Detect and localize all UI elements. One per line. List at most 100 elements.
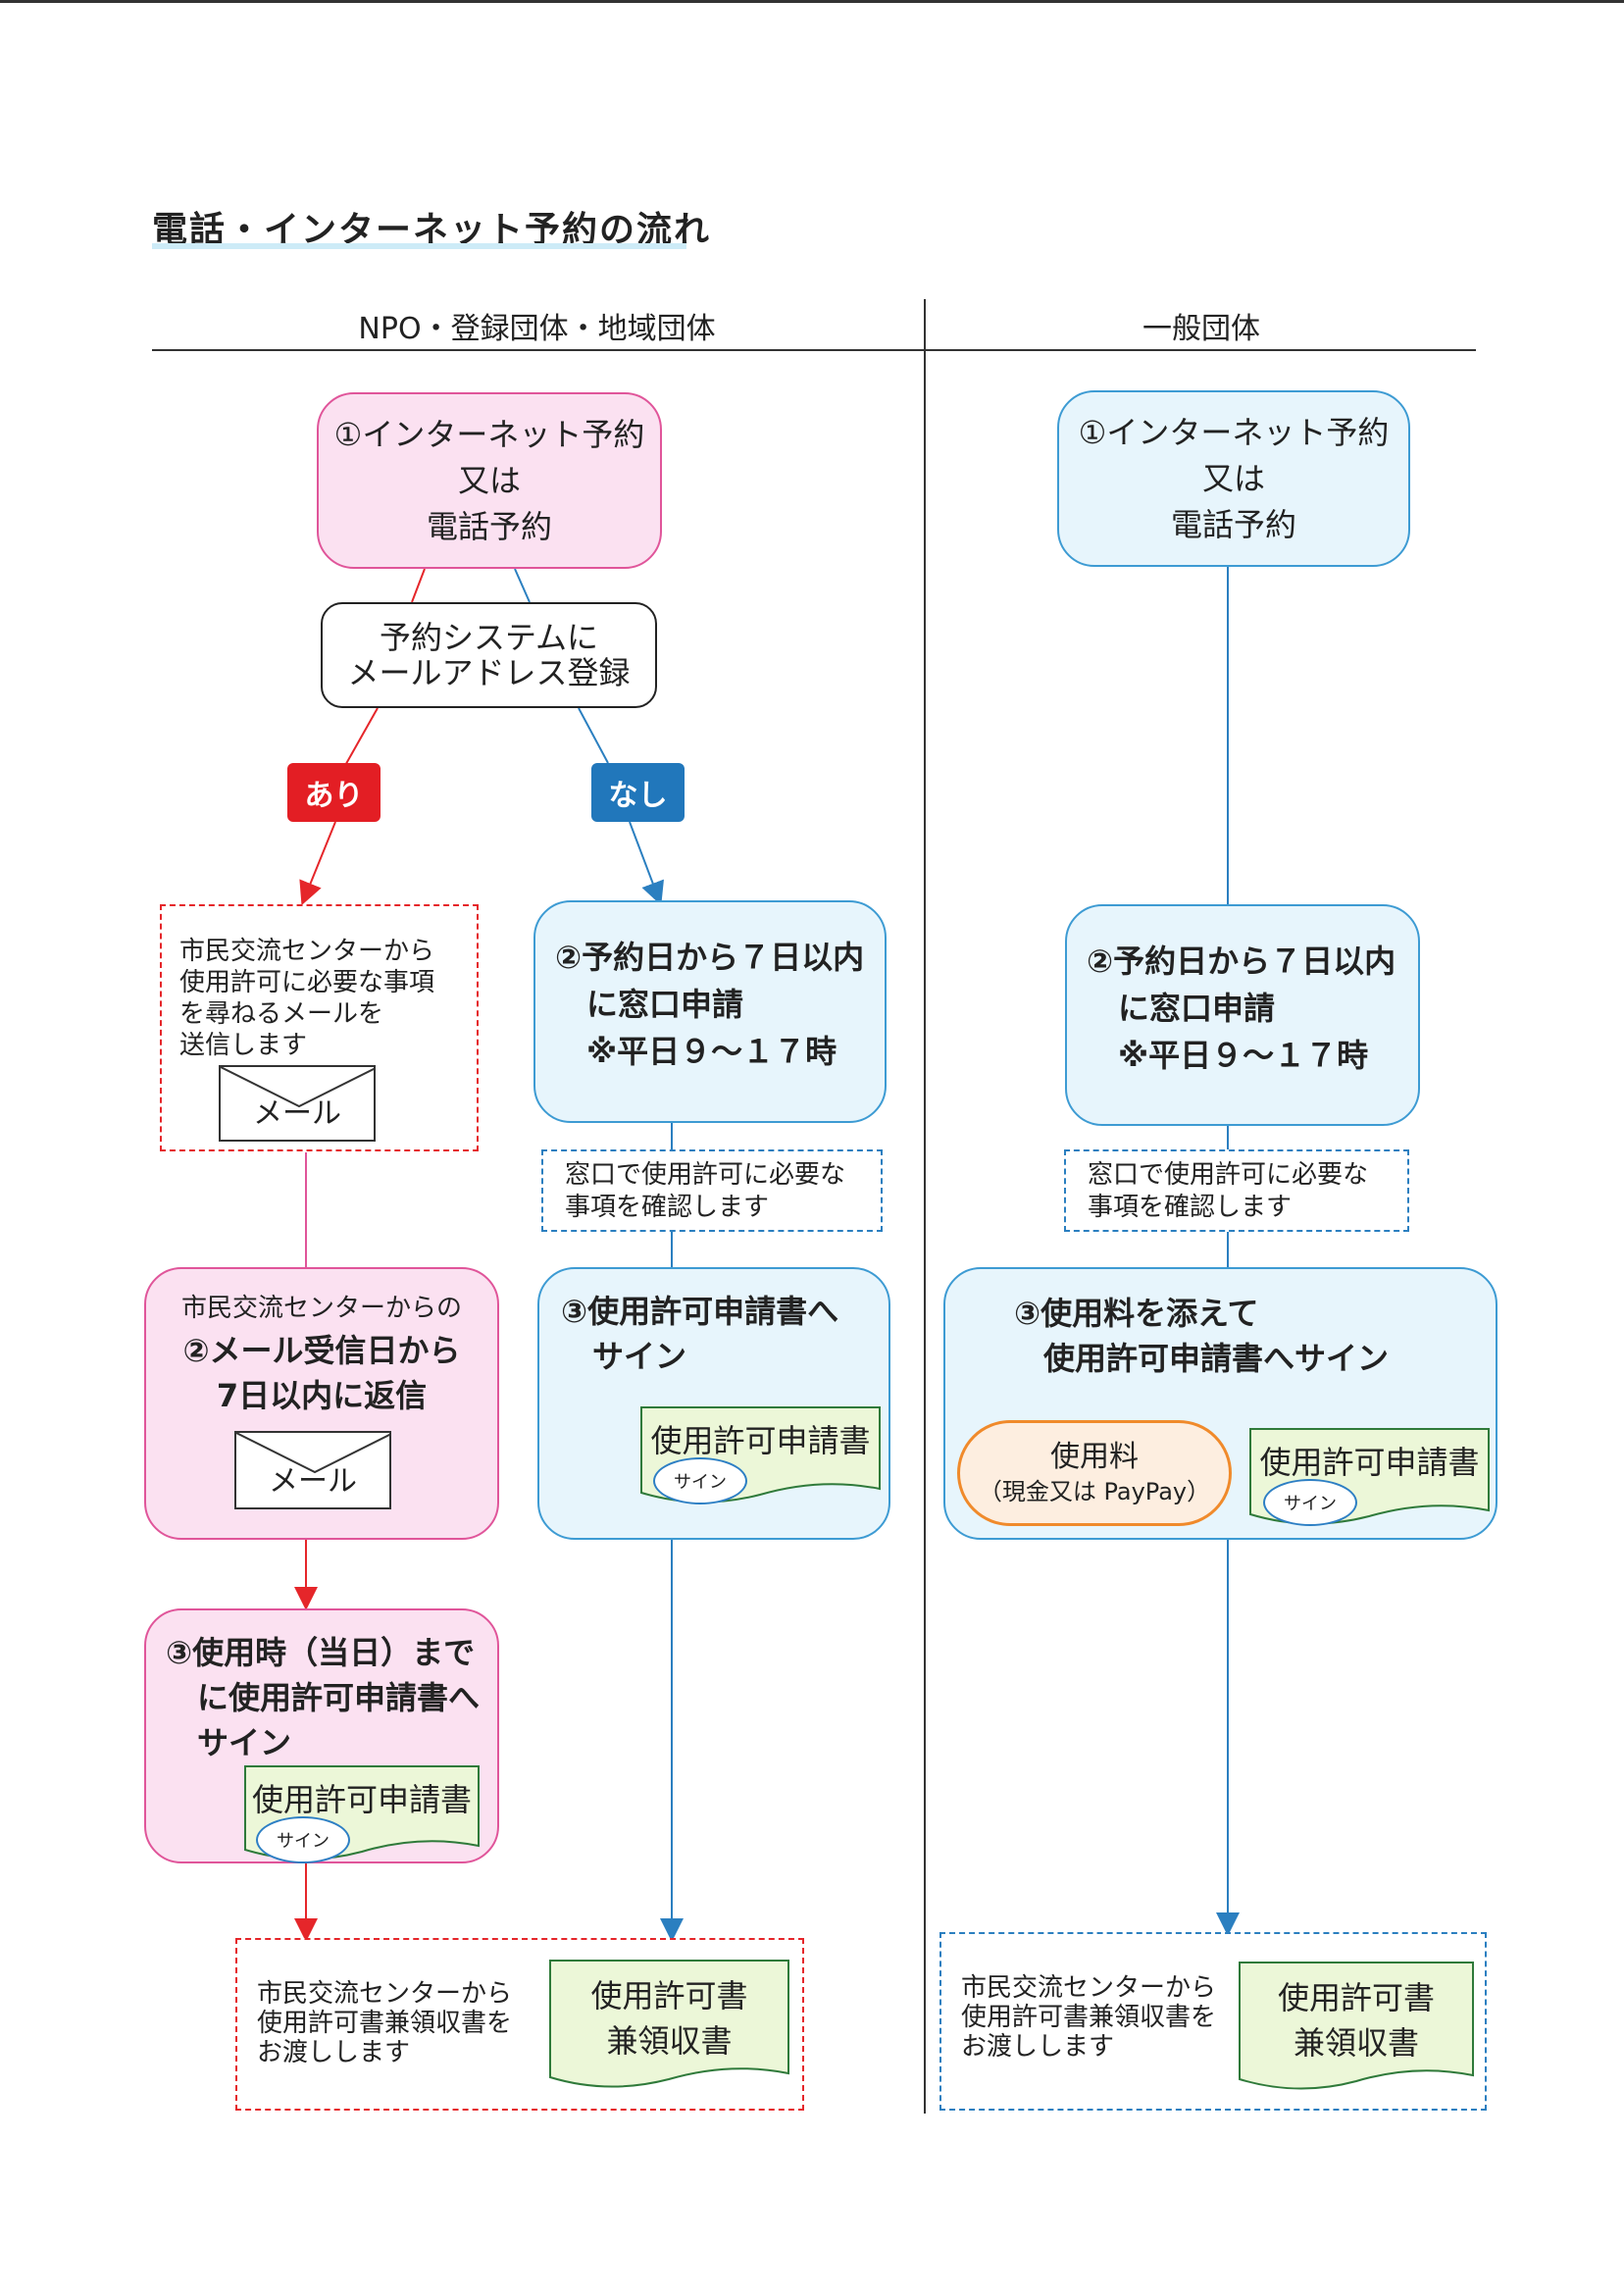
left-final-box: 市民交流センターから 使用許可書兼領収書を お渡しします 使用許可書 兼領収書 [235,1938,804,2111]
fee-line2: （現金又は PayPay） [978,1478,1211,1505]
no-step2-line2: に窓口申請 [586,986,744,1023]
right-step3-text: ③使用料を添えて 使用許可申請書へサイン [945,1291,1496,1381]
yes-step3-line3: サイン [197,1724,292,1761]
right-step2-line1: ②予約日から７日以内 [1087,943,1396,980]
yes-step3-sign-badge: サイン [256,1816,350,1863]
yes-step2-line1: 市民交流センターからの [180,1294,462,1323]
left-column-header-text: NPO・登録団体・地域団体 [358,312,716,346]
right-step2-text: ②予約日から７日以内 に窓口申請 ※平日９～１７時 [1067,938,1418,1079]
yes-step3-text: ③使用時（当日）まで に使用許可申請書へ サイン [166,1630,480,1765]
no-step3-line2: サイン [592,1338,687,1375]
right-column-header: 一般団体 [927,306,1476,346]
arrow-yes-to-notice [299,821,336,906]
line-register-to-yes [342,707,379,770]
right-step3-line1: ③使用料を添えて [1014,1295,1259,1332]
left-final-line1: 市民交流センターから [257,1979,513,2009]
right-column-header-text: 一般団体 [1142,312,1260,346]
right-step2-box: ②予約日から７日以内 に窓口申請 ※平日９～１７時 [1065,904,1420,1126]
yes-tag-text: あり [304,779,364,813]
yes-notice-line2: 使用許可に必要な事項 [179,968,435,997]
left-final-doc-line2: 兼領収書 [606,2022,733,2060]
envelope-flap [221,1067,374,1108]
left-step1-box: ①インターネット予約 又は 電話予約 [317,392,662,569]
yes-notice-line4: 送信します [179,1031,308,1060]
right-step1-line3: 電話予約 [1170,505,1296,543]
yes-step3-document-label: 使用許可申請書 [251,1781,472,1818]
left-step1-line3: 電話予約 [426,507,552,545]
right-final-line2: 使用許可書兼領収書を [961,2003,1217,2032]
top-border [0,0,1624,3]
right-step3-document-label: 使用許可申請書 [1259,1444,1480,1481]
yes-step2-box: 市民交流センターからの ②メール受信日から 7日以内に返信 メール [144,1267,499,1540]
line-register-to-no [578,707,609,764]
no-step2-line3: ※平日９～１７時 [586,1033,837,1070]
right-step1-box: ①インターネット予約 又は 電話予約 [1057,390,1410,567]
right-step3-line2: 使用許可申請書へサイン [1043,1340,1390,1377]
no-step2-text: ②予約日から７日以内 に窓口申請 ※平日９～１７時 [535,934,885,1075]
yes-step2-mail-icon: メール [234,1431,391,1509]
title-underline [152,243,686,249]
right-final-text: 市民交流センターから 使用許可書兼領収書を お渡しします [961,1973,1216,2062]
right-step3-sign-badge: サイン [1263,1479,1357,1526]
no-step3-box: ③使用許可申請書へ サイン 使用許可申請書 サイン [537,1267,890,1540]
right-step3-box: ③使用料を添えて 使用許可申請書へサイン 使用料 （現金又は PayPay） 使… [943,1267,1497,1540]
envelope-flap [236,1433,389,1474]
yes-notice-mail-label: メール [253,1096,341,1131]
right-confirm-line1: 窓口で使用許可に必要な [1088,1160,1369,1190]
no-confirm-box: 窓口で使用許可に必要な 事項を確認します [541,1149,883,1232]
right-final-document-icon: 使用許可書 兼領収書 [1239,1962,1474,2091]
yes-step3-sign-text: サイン [277,1831,330,1852]
arrow-no-to-step2 [629,821,664,906]
document-shape [549,1960,789,2088]
yes-step3-line2: に使用許可申請書へ [197,1679,481,1716]
yes-notice-line3: を尋ねるメールを [179,999,384,1029]
right-final-document-text: 使用許可書 兼領収書 [1239,1975,1474,2065]
right-final-box: 市民交流センターから 使用許可書兼領収書を お渡しします 使用許可書 兼領収書 [939,1932,1487,2111]
fee-badge: 使用料 （現金又は PayPay） [957,1420,1232,1526]
yes-tag: あり [287,763,381,822]
yes-step2-line2: ②メール受信日から [182,1332,461,1369]
yes-step2-line3: 7日以内に返信 [216,1377,428,1414]
left-final-line3: お渡しします [257,2038,411,2067]
right-step2-line2: に窓口申請 [1118,990,1276,1027]
left-final-document-icon: 使用許可書 兼領収書 [549,1960,789,2089]
right-confirm-box: 窓口で使用許可に必要な 事項を確認します [1064,1149,1409,1232]
line-step1-to-register-blue [514,568,531,603]
no-step3-sign-text: サイン [674,1472,727,1493]
no-confirm-line2: 事項を確認します [565,1193,770,1222]
document-shape [1239,1962,1474,2090]
yes-step3-line1: ③使用時（当日）まで [166,1634,476,1671]
no-step3-document-label: 使用許可申請書 [650,1422,871,1459]
yes-step2-mail-label: メール [269,1464,357,1499]
right-final-line3: お渡しします [961,2032,1115,2062]
no-step2-box: ②予約日から７日以内 に窓口申請 ※平日９～１７時 [533,900,887,1123]
line-step1-to-register-red [411,568,426,603]
yes-notice-text: 市民交流センターから 使用許可に必要な事項 を尋ねるメールを 送信します [179,936,434,1061]
email-register-box: 予約システムに メールアドレス登録 [321,602,657,708]
header-rule [152,349,1476,351]
left-step1-line1: ①インターネット予約 [333,415,645,453]
left-final-text: 市民交流センターから 使用許可書兼領収書を お渡しします [257,1979,512,2067]
right-final-doc-line1: 使用許可書 [1277,1979,1435,2016]
yes-notice-box: 市民交流センターから 使用許可に必要な事項 を尋ねるメールを 送信します メール [160,904,479,1151]
no-tag-text: なし [608,779,668,813]
right-step3-sign-text: サイン [1284,1494,1337,1514]
yes-notice-line1: 市民交流センターから [179,937,435,966]
fee-line1: 使用料 [1050,1440,1139,1474]
yes-notice-mail-icon: メール [219,1065,376,1142]
left-final-document-text: 使用許可書 兼領収書 [549,1973,789,2064]
no-step3-text: ③使用許可申請書へ サイン [561,1289,838,1379]
no-step3-sign-badge: サイン [653,1457,747,1504]
no-confirm-line1: 窓口で使用許可に必要な [565,1160,846,1190]
email-register-line2: メールアドレス登録 [347,654,631,691]
right-final-doc-line2: 兼領収書 [1293,2024,1419,2062]
yes-step2-text: 市民交流センターからの ②メール受信日から 7日以内に返信 [146,1289,497,1418]
right-final-line1: 市民交流センターから [961,1973,1217,2003]
right-step1-line2: 又は [1201,459,1265,497]
right-step1-line1: ①インターネット予約 [1078,413,1390,451]
yes-step3-box: ③使用時（当日）まで に使用許可申請書へ サイン 使用許可申請書 サイン [144,1608,499,1863]
right-confirm-line2: 事項を確認します [1088,1193,1293,1222]
no-step3-line1: ③使用許可申請書へ [561,1293,839,1330]
